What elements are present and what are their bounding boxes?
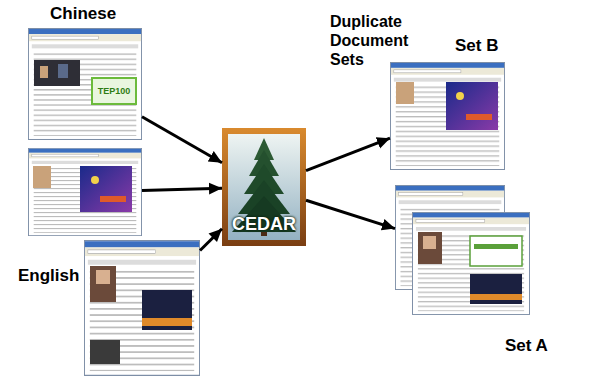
middle-page-picture — [28, 148, 141, 235]
badge-text: TEP100 — [92, 78, 136, 104]
set-a-pages-picture — [395, 185, 529, 314]
group-heading: Duplicate Document Sets — [330, 12, 418, 70]
node-label: Chinese — [50, 4, 116, 24]
node-label: Set B — [455, 36, 498, 56]
node-label: English — [18, 266, 79, 286]
flow-arrow — [142, 188, 222, 190]
cedar-logo — [222, 128, 306, 246]
chinese-page-picture — [28, 29, 141, 140]
source-page: English — [84, 240, 200, 376]
cedar-system: CEDAR — [222, 128, 306, 246]
flow-arrow — [142, 117, 222, 163]
node-label: CEDAR — [232, 214, 296, 235]
source-page — [28, 148, 142, 236]
duplicate-set: Set A — [395, 185, 530, 315]
set-b-page-picture — [390, 62, 504, 169]
english-page-picture — [84, 241, 199, 376]
node-label: Set A — [505, 336, 548, 356]
flow-arrow — [200, 229, 222, 251]
flow-arrow — [306, 200, 395, 228]
flow-arrow — [306, 138, 390, 171]
duplicate-set: Set B — [390, 62, 505, 170]
source-page: Chinese — [28, 28, 142, 140]
